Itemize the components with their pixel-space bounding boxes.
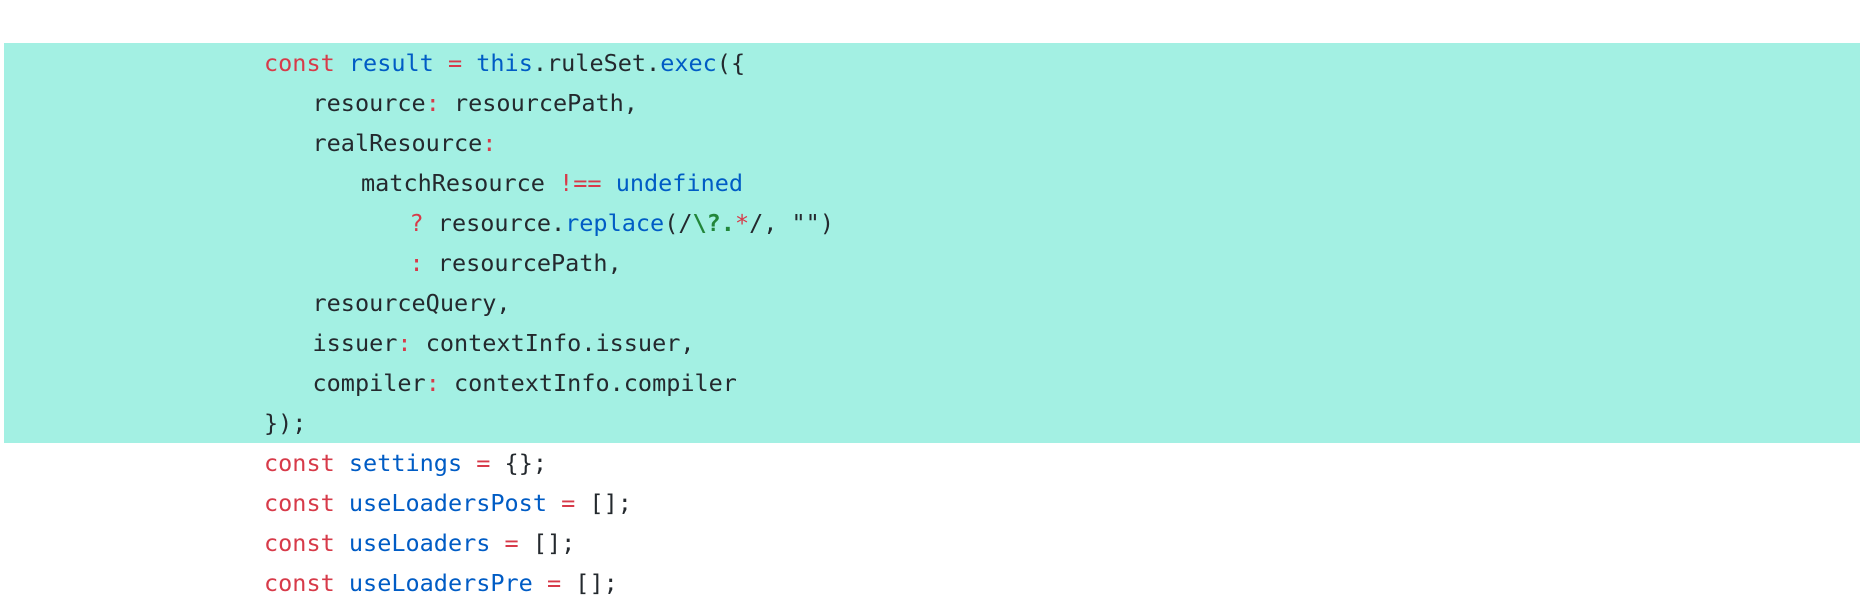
code-token: const (264, 449, 335, 477)
code-token: !== (559, 169, 602, 197)
code-token: = (504, 529, 519, 557)
code-token: resourceQuery, (312, 289, 511, 317)
code-token (533, 569, 547, 597)
code-token: const (264, 529, 335, 557)
code-token: issuer (312, 329, 398, 357)
code-line: const useLoadersPre = []; (0, 563, 1860, 603)
code-token: undefined (615, 169, 744, 197)
code-lines: const result = this.ruleSet.exec({resour… (0, 43, 1860, 603)
selected-code-highlight (4, 43, 1860, 443)
code-token: useLoadersPre (348, 569, 533, 597)
code-token: : (425, 369, 440, 397)
code-line: issuer: contextInfo.issuer, (0, 323, 1860, 363)
code-token: : (397, 329, 412, 357)
code-line: realResource: (0, 123, 1860, 163)
code-line: }); (0, 403, 1860, 443)
code-token: exec (660, 49, 717, 77)
code-line: resourceQuery, (0, 283, 1860, 323)
code-token (602, 169, 616, 197)
code-token: . (720, 209, 735, 237)
code-token: []; (518, 529, 576, 557)
code-line: const useLoadersPost = []; (0, 483, 1860, 523)
code-token: /, "") (749, 209, 834, 237)
code-token: * (734, 209, 750, 237)
code-line: ? resource.replace(/\?.*/, "") (0, 203, 1860, 243)
code-token: \? (692, 209, 721, 237)
code-line: const result = this.ruleSet.exec({ (0, 43, 1860, 83)
code-token (335, 449, 349, 477)
code-token (335, 529, 349, 557)
code-line: matchResource !== undefined (0, 163, 1860, 203)
code-token (462, 49, 476, 77)
code-token: useLoadersPost (348, 489, 547, 517)
code-token: const (264, 489, 335, 517)
code-line: const useLoaders = []; (0, 523, 1860, 563)
code-token: replace (565, 209, 665, 237)
code-token: ? (409, 209, 424, 237)
code-token (335, 49, 349, 77)
code-token (335, 569, 349, 597)
code-token: resourcePath, (439, 89, 638, 117)
code-line: compiler: contextInfo.compiler (0, 363, 1860, 403)
code-token: const (264, 49, 335, 77)
code-token: (/ (664, 209, 693, 237)
code-token: settings (348, 449, 463, 477)
code-token: useLoaders (348, 529, 491, 557)
code-token: []; (575, 489, 632, 517)
code-line: : resourcePath, (0, 243, 1860, 283)
code-token: result (348, 49, 434, 77)
code-token: []; (561, 569, 618, 597)
code-token: const (264, 569, 335, 597)
code-token: : (409, 249, 424, 277)
code-token: this (476, 49, 533, 77)
code-token (335, 489, 349, 517)
code-token: : (482, 129, 497, 157)
code-token: .ruleSet. (532, 49, 661, 77)
code-token: {}; (490, 449, 547, 477)
code-token: resource. (423, 209, 566, 237)
code-token (462, 449, 476, 477)
code-token: compiler (312, 369, 426, 397)
code-token (490, 529, 504, 557)
code-line: const settings = {}; (0, 443, 1860, 483)
code-token: ({ (716, 49, 746, 77)
code-token: realResource (312, 129, 483, 157)
code-token: = (476, 449, 491, 477)
code-token: = (561, 489, 576, 517)
code-token (434, 49, 448, 77)
code-token (547, 489, 561, 517)
code-token: resource (312, 89, 426, 117)
code-line: resource: resourcePath, (0, 83, 1860, 123)
code-token: contextInfo.issuer, (411, 329, 695, 357)
code-token: = (547, 569, 562, 597)
code-token: matchResource (361, 169, 560, 197)
code-token: : (425, 89, 440, 117)
code-token: contextInfo.compiler (439, 369, 737, 397)
code-token: }); (264, 409, 307, 437)
code-token: resourcePath, (423, 249, 622, 277)
code-token: = (447, 49, 463, 77)
